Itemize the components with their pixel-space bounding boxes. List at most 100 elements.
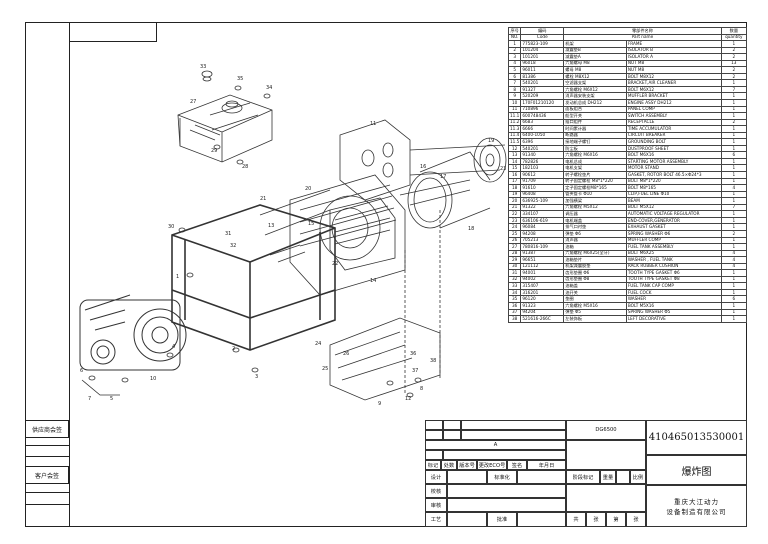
grid-cell — [425, 430, 443, 440]
grid-cell — [425, 450, 443, 460]
svg-text:11: 11 — [370, 121, 376, 127]
svg-text:25: 25 — [322, 366, 328, 372]
cell-qty: 1 — [720, 125, 748, 133]
svg-text:1: 1 — [176, 274, 179, 280]
rev-header-version: 版本号 — [457, 460, 477, 470]
svg-text:32: 32 — [230, 243, 236, 249]
svg-text:7: 7 — [88, 396, 91, 402]
svg-text:2: 2 — [232, 346, 235, 352]
sidebar-divider — [25, 445, 69, 446]
cell-qty: 1 — [720, 236, 748, 245]
sheet-label: 张 — [586, 512, 606, 527]
grid-cell — [447, 484, 566, 498]
svg-text:5: 5 — [110, 396, 113, 402]
cell-code: 182103 — [520, 164, 565, 172]
sheet-total-label: 共 — [566, 512, 586, 527]
drawing-title: 爆炸图 — [646, 455, 747, 485]
cell-code: 705213 — [520, 236, 565, 245]
cell-no: 21 — [507, 203, 522, 212]
svg-text:18: 18 — [468, 226, 474, 232]
parts-list-table: 序号 编码 零部件名称 数量 NO. Code Part name quanti… — [507, 27, 748, 323]
cell-no: 38 — [507, 315, 522, 323]
grid-cell — [443, 430, 461, 440]
rev-header-mark: 标记 — [425, 460, 441, 470]
grid-cell — [447, 512, 487, 527]
cell-code: 96408 — [520, 190, 565, 199]
title-block: A 标记 处数 版本号 更改ECO号 签名 年月日 设计 标准化 校核 审核 工… — [425, 420, 747, 527]
cell-code: 780816-109 — [520, 243, 565, 251]
cell-code: 90612 — [520, 171, 565, 179]
cell-qty: 1 — [720, 197, 748, 205]
cell-qty: 2 — [720, 229, 748, 238]
approve-label: 批准 — [487, 512, 517, 527]
grid-cell — [461, 420, 566, 430]
customer-signoff-label: 客户会签 — [25, 466, 69, 484]
cell-no: 26 — [507, 236, 522, 245]
svg-text:26: 26 — [343, 351, 349, 357]
cell-en: LEFT DECORATIVE — [625, 315, 722, 323]
sheet-no-label: 第 — [606, 512, 626, 527]
svg-text:15: 15 — [308, 221, 314, 227]
cell-code: 96084 — [520, 223, 565, 231]
weight-label: 重量 — [600, 470, 616, 484]
cell-no: 25 — [507, 229, 522, 238]
rotor-illustration — [329, 197, 396, 271]
svg-text:21: 21 — [260, 196, 266, 202]
cell-no: 14 — [507, 157, 522, 166]
cell-code: 91709 — [520, 177, 565, 186]
svg-text:38: 38 — [430, 358, 436, 364]
cell-cn: 左装饰板 — [563, 315, 627, 323]
frame-illustration — [171, 204, 336, 351]
sidebar-divider — [25, 456, 69, 457]
svg-text:19: 19 — [488, 138, 494, 144]
cell-qty: 1 — [720, 131, 748, 140]
cell-no: 24 — [507, 223, 522, 231]
cell-code: 636106-619 — [520, 216, 565, 225]
svg-text:16: 16 — [420, 164, 426, 170]
fuel-tank-illustration — [177, 94, 273, 163]
cell-code: 334107 — [520, 210, 565, 218]
review-label: 审核 — [425, 498, 447, 512]
svg-text:24: 24 — [315, 341, 321, 347]
cell-qty: 1 — [720, 171, 748, 179]
svg-text:30: 30 — [168, 224, 174, 230]
cell-code: 91340 — [520, 151, 565, 159]
drawing-frame — [25, 22, 747, 527]
cell-code: 782826 — [520, 157, 565, 166]
cell-qty: 1 — [720, 157, 748, 166]
company-name: 重庆大江动力 设备制造有限公司 — [646, 485, 747, 527]
supplier-signoff-label: 供应商会签 — [25, 420, 69, 438]
cell-no: 11.3 — [507, 125, 522, 133]
cell-no: 20 — [507, 197, 522, 205]
grid-cell — [443, 420, 461, 430]
corner-tab — [69, 22, 157, 42]
cell-qty: 1 — [720, 216, 748, 225]
grid-cell — [566, 440, 646, 470]
svg-text:29: 29 — [211, 148, 217, 154]
cell-qty: 1 — [720, 210, 748, 218]
cell-no: 16 — [507, 171, 522, 179]
sidebar-divider — [25, 504, 69, 505]
sheet-label-2: 张 — [626, 512, 646, 527]
side-plate-illustration — [329, 317, 441, 401]
cell-code: 6396 — [520, 138, 565, 146]
cell-no: 11.4 — [507, 131, 522, 140]
svg-text:35: 35 — [237, 76, 243, 82]
cell-code: 6400-1050 — [520, 131, 565, 140]
cell-qty: 1 — [720, 164, 748, 172]
svg-text:31: 31 — [225, 231, 231, 237]
